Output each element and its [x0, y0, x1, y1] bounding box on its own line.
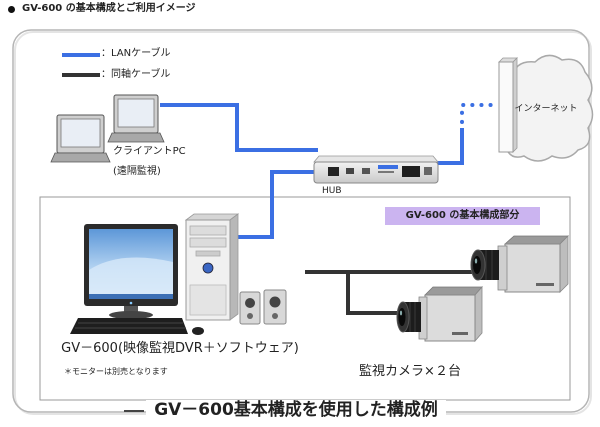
hub-device: [313, 155, 439, 184]
lan-cable-pc-to-hub: [160, 103, 318, 152]
caption-dash: [124, 410, 144, 412]
legend-coax-label: ：同軸ケーブル: [101, 69, 171, 80]
client-pc-label: クライアントPC: [113, 146, 186, 157]
client-pc-2: [107, 94, 165, 143]
dvr-monitor: [84, 224, 178, 319]
hub-label: HUB: [322, 186, 342, 196]
monitor-note: ＊モニターは別売となります: [64, 367, 168, 376]
internet-label: インターネット: [514, 104, 578, 114]
core-section-label: GV-600 の基本構成部分: [385, 207, 540, 225]
caption-bar: GV－600基本構成を使用した構成例: [0, 399, 592, 421]
title-bullet-icon: [8, 6, 15, 13]
coax-cable-branch: [346, 272, 406, 315]
diagram-caption: GV－600基本構成を使用した構成例: [146, 400, 446, 420]
client-pc-sublabel: (遠隔監視): [113, 166, 161, 177]
lan-cable-hub-to-dvr: [234, 170, 318, 239]
camera-1: [470, 235, 569, 293]
camera-label: 監視カメラ×２台: [359, 364, 461, 379]
legend-lan-label: ：LANケーブル: [101, 48, 171, 59]
gateway-box: [498, 57, 518, 153]
camera-2: [396, 285, 483, 343]
dvr-tower: [184, 213, 240, 321]
dvr-label: GV－600(映像監視DVR＋ソフトウェア): [61, 341, 299, 356]
lan-cable-hub-to-internet: [437, 128, 464, 165]
keyboard: [70, 318, 188, 334]
speakers: [239, 289, 287, 325]
mouse: [192, 327, 204, 335]
page-title: GV-600 の基本構成とご利用イメージ: [22, 3, 196, 14]
client-pc-1: [50, 114, 111, 163]
lan-cable-dotted: [460, 103, 500, 124]
